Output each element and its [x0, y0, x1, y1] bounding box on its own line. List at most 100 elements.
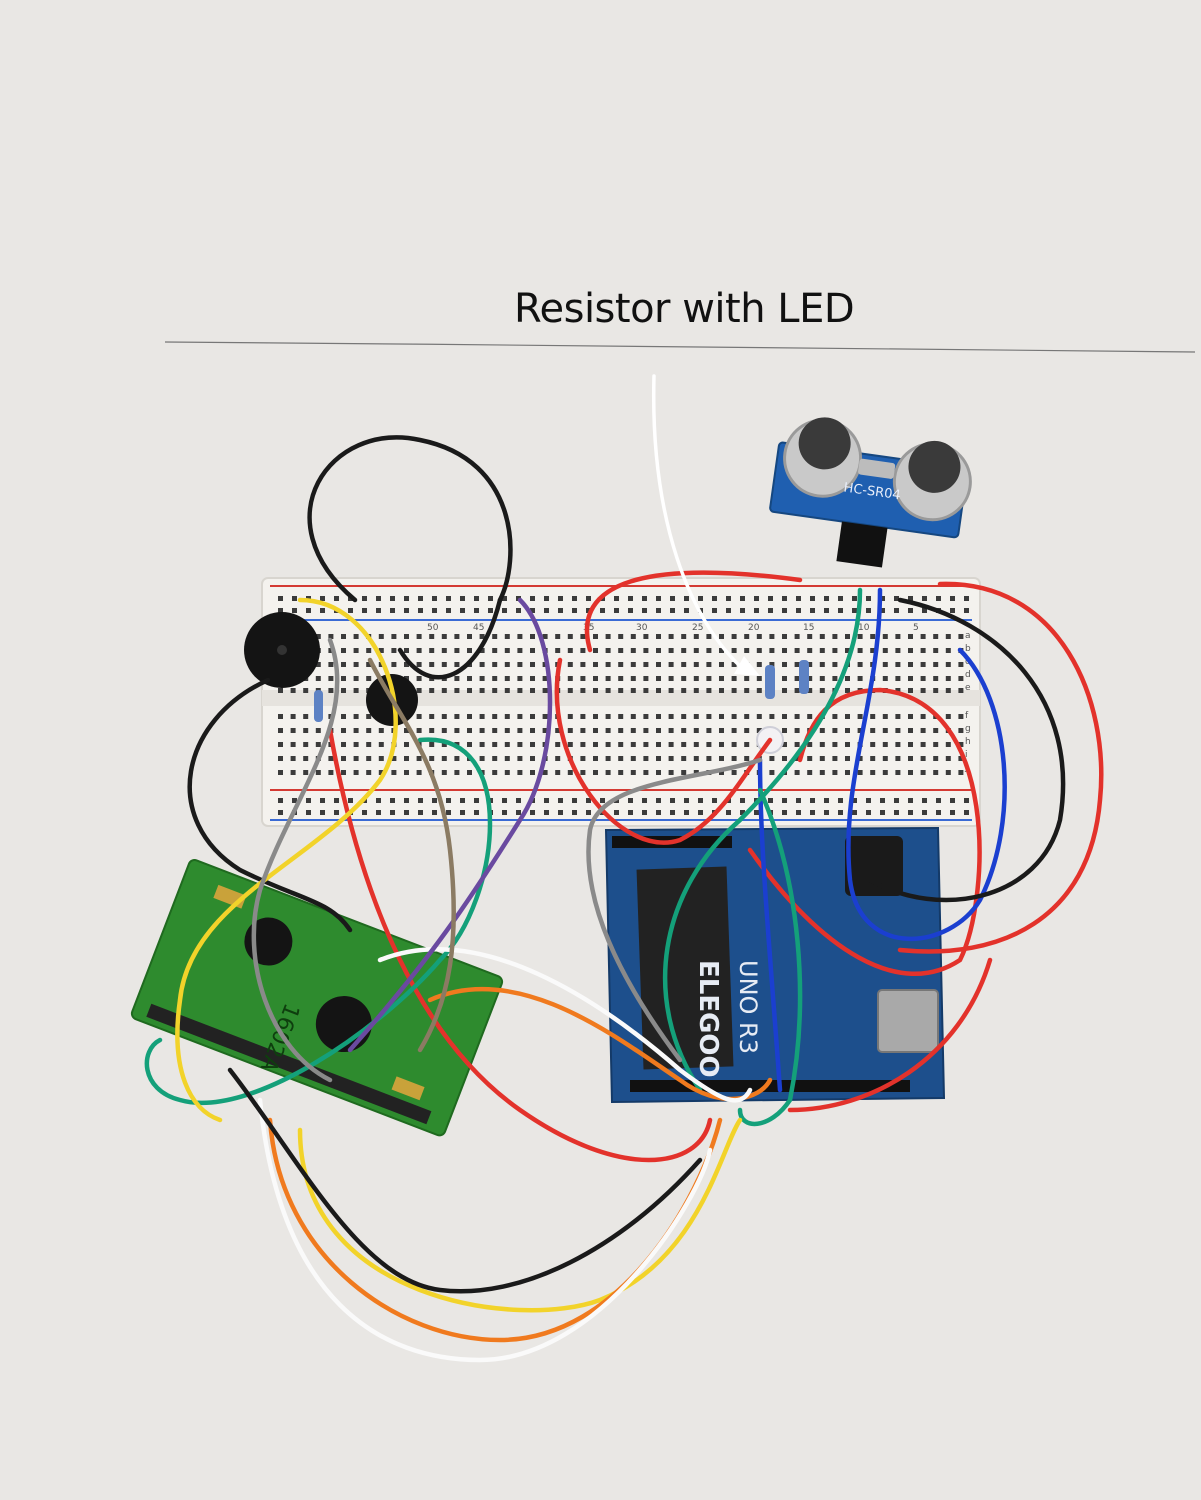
breadboard-hole [618, 662, 624, 667]
breadboard-hole [838, 596, 843, 601]
breadboard-hole [580, 728, 586, 733]
resistor-2 [799, 660, 809, 694]
breadboard-hole [882, 770, 888, 775]
breadboard-hole [586, 608, 591, 613]
breadboard-hole [731, 728, 737, 733]
breadboard-hole [693, 634, 699, 639]
breadboard-hole [292, 596, 297, 601]
breadboard-hole [796, 810, 801, 815]
breadboard-hole [706, 756, 712, 761]
breadboard-hole [670, 798, 675, 803]
breadboard-hole [530, 596, 535, 601]
breadboard-hole [328, 676, 334, 681]
breadboard-hole [353, 728, 359, 733]
breadboard-hole [895, 756, 901, 761]
sensor-transducer-t-mesh [798, 417, 851, 470]
breadboard-hole [819, 662, 825, 667]
breadboard-hole [882, 676, 888, 681]
breadboard-hole [580, 688, 586, 693]
breadboard-hole [782, 662, 787, 667]
breadboard-hole [693, 728, 699, 733]
breadboard-hole [945, 742, 951, 747]
breadboard-hole [824, 608, 829, 613]
breadboard-hole [668, 714, 674, 719]
breadboard-hole [794, 714, 800, 719]
breadboard-hole [945, 662, 951, 667]
breadboard-hole [416, 676, 422, 681]
breadboard-hole [882, 714, 888, 719]
breadboard-hole [446, 596, 451, 601]
breadboard-hole [643, 648, 649, 653]
annotation-arrow [651, 374, 760, 676]
breadboard-hole [353, 714, 359, 719]
breadboard-hole [922, 798, 927, 803]
breadboard-hole [460, 798, 465, 803]
breadboard-hole [614, 596, 619, 601]
breadboard-hole [504, 770, 510, 775]
breadboard-hole [306, 798, 311, 803]
breadboard-hole [315, 634, 321, 639]
breadboard-hole [504, 742, 510, 747]
breadboard-hole [404, 756, 409, 761]
breadboard-hole [488, 596, 493, 601]
breadboard-row-letter: h [965, 737, 971, 747]
breadboard-hole [567, 714, 573, 719]
breadboard-hole [740, 798, 745, 803]
breadboard-hole [681, 714, 687, 719]
board-brand: ELEGOO [693, 960, 723, 1078]
breadboard-hole [303, 742, 309, 747]
breadboard-hole [684, 810, 689, 815]
breadboard-hole [922, 810, 927, 815]
breadboard-hole [416, 770, 422, 775]
wire-green-2 [737, 787, 803, 1127]
breadboard-hole [698, 810, 703, 815]
breadboard-hole [378, 634, 384, 639]
breadboard-hole [404, 634, 409, 639]
breadboard-hole [516, 798, 521, 803]
breadboard-hole [698, 798, 703, 803]
breadboard-hole [794, 676, 800, 681]
breadboard-hole [605, 770, 611, 775]
breadboard-hole [306, 608, 311, 613]
breadboard-hole [726, 608, 731, 613]
breadboard-hole [882, 742, 888, 747]
breadboard-hole [693, 676, 699, 681]
breadboard-hole [467, 688, 472, 693]
breadboard-hole [706, 742, 712, 747]
breadboard-hole [796, 608, 801, 613]
breadboard-hole [807, 714, 813, 719]
resistor-1 [765, 665, 775, 699]
breadboard-hole [769, 648, 775, 653]
breadboard-hole [454, 770, 460, 775]
breadboard-hole [882, 634, 888, 639]
breadboard-hole [558, 798, 563, 803]
breadboard-hole [794, 742, 800, 747]
breadboard-hole [920, 714, 926, 719]
breadboard-column-number: 15 [803, 623, 814, 633]
breadboard-hole [819, 742, 825, 747]
breadboard-hole [895, 714, 901, 719]
breadboard-hole [681, 688, 687, 693]
breadboard-hole [630, 688, 636, 693]
wire-blue [846, 587, 1007, 941]
breadboard-hole [391, 634, 397, 639]
breadboard-hole [656, 728, 661, 733]
breadboard-hole [366, 648, 372, 653]
breadboard-hole [460, 810, 465, 815]
breadboard-hole [391, 756, 397, 761]
breadboard-hole [334, 596, 339, 601]
breadboard-hole [474, 596, 479, 601]
breadboard-hole [558, 608, 563, 613]
breadboard-hole [882, 756, 888, 761]
breadboard-hole [670, 596, 675, 601]
breadboard-hole [341, 728, 346, 733]
breadboard-hole [416, 648, 422, 653]
breadboard-hole [278, 756, 283, 761]
breadboard-hole [366, 756, 372, 761]
breadboard-hole [668, 728, 674, 733]
breadboard-hole [391, 648, 397, 653]
breadboard-hole [684, 596, 689, 601]
breadboard-hole [429, 662, 435, 667]
breadboard-hole [278, 688, 283, 693]
breadboard-hole [446, 798, 451, 803]
